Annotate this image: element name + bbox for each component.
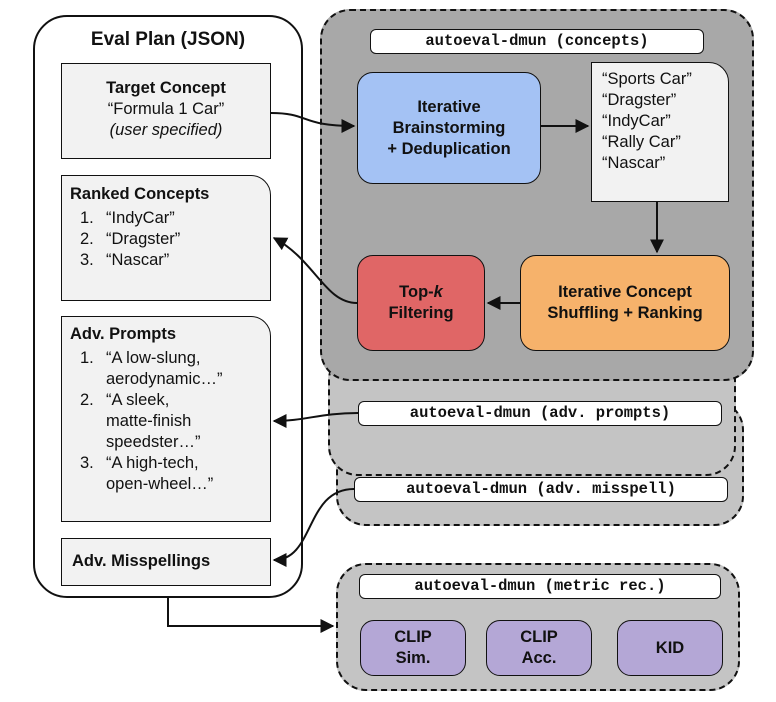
ranked-concepts-card: Ranked Concepts 1.“IndyCar” 2.“Dragster”… (61, 175, 271, 301)
adv-prompts-title: Adv. Prompts (70, 325, 177, 343)
target-concept-note: (user specified) (109, 121, 223, 139)
metric-kid: KID (617, 620, 723, 676)
adv-misspellings-card: Adv. Misspellings (61, 538, 271, 586)
target-concept-value: “Formula 1 Car” (107, 100, 225, 118)
target-concept-card: Target Concept “Formula 1 Car” (user spe… (61, 63, 271, 159)
arrow-advmisspell-to-card (272, 488, 355, 567)
ranked-concepts-title: Ranked Concepts (70, 185, 210, 203)
list-item: “IndyCar” (602, 112, 671, 130)
target-concept-title: Target Concept (106, 79, 226, 97)
adv-prompts-tag: autoeval-dmun (adv. prompts) (358, 401, 722, 426)
list-item: “Sports Car” (602, 70, 692, 88)
concepts-tag: autoeval-dmun (concepts) (370, 29, 704, 54)
arrow-advprompts-to-card (272, 412, 359, 428)
list-item: 3.“Nascar” (80, 251, 170, 269)
eval-plan-title: Eval Plan (JSON) (90, 29, 246, 50)
adv-misspell-tag: autoeval-dmun (adv. misspell) (354, 477, 728, 502)
list-item: “Rally Car” (602, 133, 681, 151)
ranked-concepts-list: 1.“IndyCar” 2.“Dragster” 3.“Nascar” (70, 208, 262, 271)
candidate-concepts-doc: “Sports Car” “Dragster” “IndyCar” “Rally… (591, 62, 729, 202)
list-item: “Nascar” (602, 154, 666, 172)
list-item: 3.“A high-tech,open-wheel…” (80, 454, 214, 493)
adv-prompts-card: Adv. Prompts 1.“A low-slung,aerodynamic…… (61, 316, 271, 522)
arrow-target-to-brainstorm (270, 112, 356, 133)
metric-rec-tag: autoeval-dmun (metric rec.) (359, 574, 721, 599)
list-item: “Dragster” (602, 91, 677, 109)
list-item: 2.“Dragster” (80, 230, 181, 248)
list-item: 1.“A low-slung,aerodynamic…” (80, 349, 223, 388)
adv-misspellings-title: Adv. Misspellings (72, 552, 211, 570)
list-item: 1.“IndyCar” (80, 209, 175, 227)
adv-prompts-list: 1.“A low-slung,aerodynamic…” 2.“A sleek,… (70, 348, 262, 495)
arrow-topk-to-ranked (272, 237, 358, 304)
arrow-plan-to-metric (167, 598, 335, 633)
